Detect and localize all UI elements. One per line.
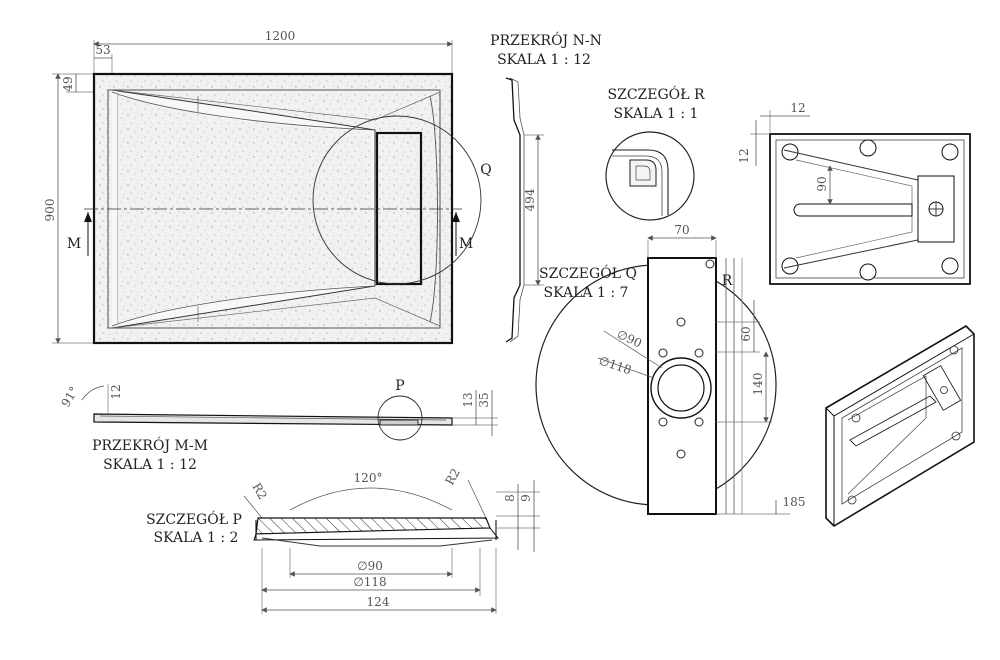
dimension-60: 60 bbox=[739, 326, 753, 341]
drain-channel bbox=[375, 131, 423, 286]
section-nn-scale: SKALA 1 : 12 bbox=[497, 52, 591, 68]
detail-r: SZCZEGÓŁ R SKALA 1 : 1 bbox=[605, 85, 705, 221]
section-mm-title: PRZEKRÓJ M-M bbox=[92, 436, 208, 454]
detail-p-angle: 120° bbox=[354, 471, 383, 485]
dimension-140: 140 bbox=[751, 373, 765, 396]
section-nn-dimension: 494 bbox=[523, 188, 537, 211]
dimension-185: 185 bbox=[783, 495, 806, 509]
isometric-view bbox=[825, 324, 975, 528]
section-marker-left: M bbox=[67, 236, 81, 252]
detail-p-dim-9: 9 bbox=[519, 494, 533, 502]
detail-r-title: SZCZEGÓŁ R bbox=[608, 85, 705, 103]
back-view-dim-12-side: 12 bbox=[737, 148, 751, 163]
plate-width-dimension: 70 bbox=[674, 223, 689, 237]
detail-p-scale: SKALA 1 : 2 bbox=[154, 530, 239, 546]
detail-q-circle bbox=[312, 115, 482, 285]
section-nn-title: PRZEKRÓJ N-N bbox=[490, 31, 602, 49]
back-view-dim-90: 90 bbox=[815, 176, 829, 191]
detail-q: 70 R ∅90 ∅118 60 140 185 SZCZEGÓŁ Q SKAL… bbox=[535, 223, 806, 515]
detail-p-title: SZCZEGÓŁ P bbox=[146, 510, 242, 528]
height-dimension: 900 bbox=[43, 199, 57, 222]
detail-p-label: P bbox=[395, 378, 404, 394]
detail-p: SZCZEGÓŁ P SKALA 1 : 2 120° R2 R2 8 9 ∅9… bbox=[146, 466, 540, 614]
section-nn: PRZEKRÓJ N-N SKALA 1 : 12 494 bbox=[490, 31, 602, 343]
section-marker-right: M bbox=[459, 236, 473, 252]
back-view: 12 12 90 bbox=[737, 101, 971, 285]
top-view: 1200 53 900 49 M M bbox=[43, 29, 492, 345]
section-mm-dim-13: 13 bbox=[461, 392, 475, 407]
detail-q-scale: SKALA 1 : 7 bbox=[544, 285, 629, 301]
detail-q-title: SZCZEGÓŁ Q bbox=[539, 264, 637, 282]
detail-p-dim-8: 8 bbox=[503, 494, 517, 502]
detail-q-label: Q bbox=[480, 162, 491, 178]
detail-p-outer-diameter: ∅118 bbox=[353, 575, 386, 589]
width-dimension: 1200 bbox=[265, 29, 296, 43]
detail-r-scale: SKALA 1 : 1 bbox=[614, 106, 699, 122]
detail-p-radius-left: R2 bbox=[249, 481, 269, 502]
section-mm-angle: 91° bbox=[58, 384, 81, 409]
drain-hole-inner bbox=[657, 364, 705, 412]
detail-p-width: 124 bbox=[367, 595, 390, 609]
detail-q-corner-label: R bbox=[722, 273, 733, 289]
back-view-dim-12-top: 12 bbox=[790, 101, 805, 115]
detail-p-inner-diameter: ∅90 bbox=[357, 559, 383, 573]
offset-x-dimension: 53 bbox=[95, 43, 110, 57]
detail-p-radius-right: R2 bbox=[442, 466, 462, 487]
section-mm-thickness: 12 bbox=[109, 384, 123, 399]
section-mm: 91° 12 P 13 35 PRZEKRÓJ M-M SKALA 1 : 12 bbox=[58, 378, 498, 473]
section-mm-scale: SKALA 1 : 12 bbox=[103, 457, 197, 473]
section-mm-dim-35: 35 bbox=[477, 392, 491, 407]
offset-y-dimension: 49 bbox=[61, 76, 75, 91]
